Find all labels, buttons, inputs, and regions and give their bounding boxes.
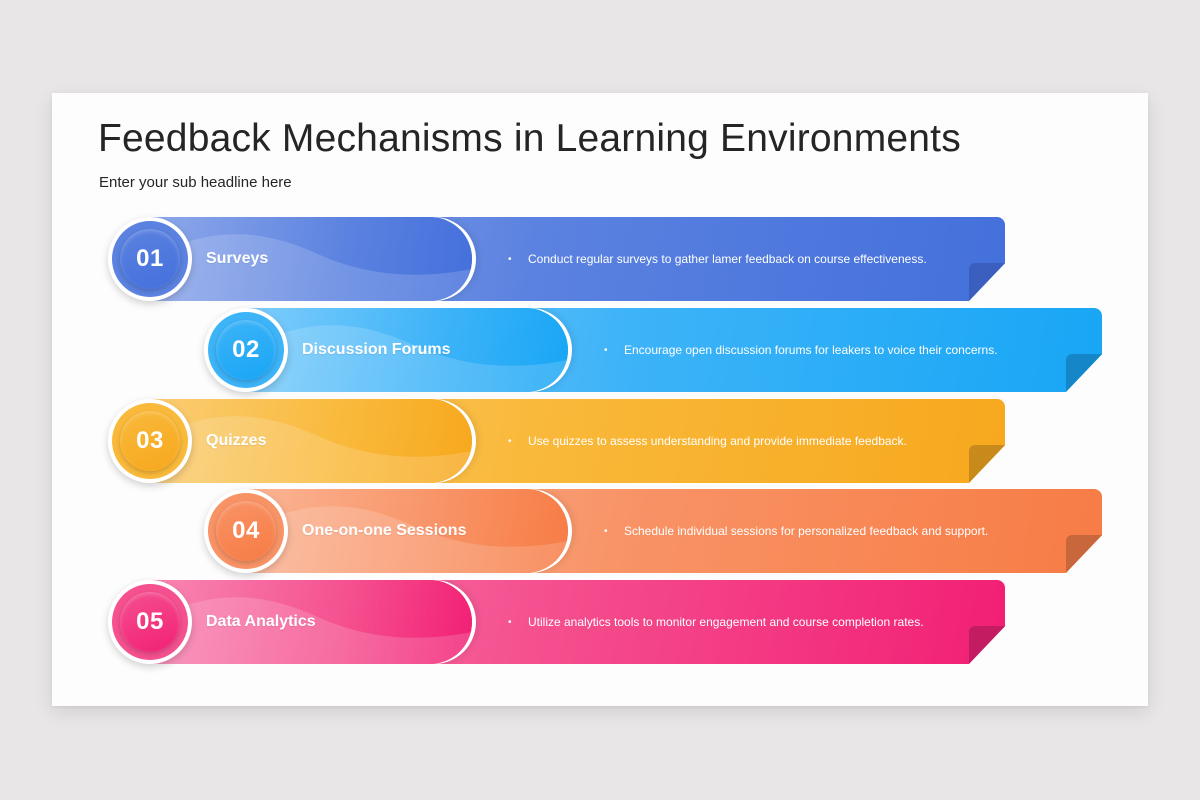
item-title-segment [150,399,472,483]
wave-decoration [150,217,472,301]
feedback-item-5: 05 Data Analytics • Utilize analytics to… [108,580,1005,664]
bullet-icon: • [508,616,512,628]
item-description-text: Conduct regular surveys to gather lamer … [528,252,927,266]
item-number: 02 [232,336,260,363]
wave-decoration [150,399,472,483]
item-number: 03 [136,427,164,454]
item-description: • Encourage open discussion forums for l… [604,308,998,392]
item-description-text: Use quizzes to assess understanding and … [528,434,907,448]
wave-decoration [246,489,568,573]
item-label: Data Analytics [206,613,316,630]
number-badge: 05 [108,580,192,664]
page-curl-fold [1066,535,1102,573]
wave-decoration [150,580,472,664]
item-description-text: Utilize analytics tools to monitor engag… [528,615,924,629]
feedback-item-3: 03 Quizzes • Use quizzes to assess under… [108,399,1005,483]
item-bar [246,308,1102,392]
item-description-text: Schedule individual sessions for persona… [624,524,989,538]
item-bar [246,489,1102,573]
item-title-segment [150,217,472,301]
bullet-icon: • [604,344,608,356]
item-number: 01 [136,245,164,272]
slide: Feedback Mechanisms in Learning Environm… [52,93,1148,706]
item-title-segment [246,489,568,573]
item-description: • Utilize analytics tools to monitor eng… [508,580,924,664]
slide-subtitle: Enter your sub headline here [99,174,292,191]
item-bar [150,580,1005,664]
feedback-item-1: 01 Surveys • Conduct regular surveys to … [108,217,1005,301]
item-description: • Schedule individual sessions for perso… [604,489,988,573]
item-number: 05 [136,608,164,635]
item-description-text: Encourage open discussion forums for lea… [624,343,998,357]
item-title-segment [246,308,568,392]
wave-decoration [246,308,568,392]
item-label: One-on-one Sessions [302,522,467,539]
number-badge: 04 [204,489,288,573]
item-label: Quizzes [206,432,267,449]
bullet-icon: • [508,253,512,265]
slide-title: Feedback Mechanisms in Learning Environm… [98,117,961,160]
number-badge: 02 [204,308,288,392]
page-curl-fold [969,626,1005,664]
bullet-icon: • [604,525,608,537]
page-curl-fold [1066,354,1102,392]
item-description: • Use quizzes to assess understanding an… [508,399,907,483]
item-title-segment [150,580,472,664]
feedback-item-2: 02 Discussion Forums • Encourage open di… [204,308,1102,392]
item-description: • Conduct regular surveys to gather lame… [508,217,927,301]
number-badge: 01 [108,217,192,301]
bullet-icon: • [508,435,512,447]
page-curl-fold [969,445,1005,483]
item-label: Discussion Forums [302,341,451,358]
feedback-item-4: 04 One-on-one Sessions • Schedule indivi… [204,489,1102,573]
item-bar [150,399,1005,483]
page-curl-fold [969,263,1005,301]
item-bar [150,217,1005,301]
item-number: 04 [232,517,260,544]
item-label: Surveys [206,250,269,267]
number-badge: 03 [108,399,192,483]
